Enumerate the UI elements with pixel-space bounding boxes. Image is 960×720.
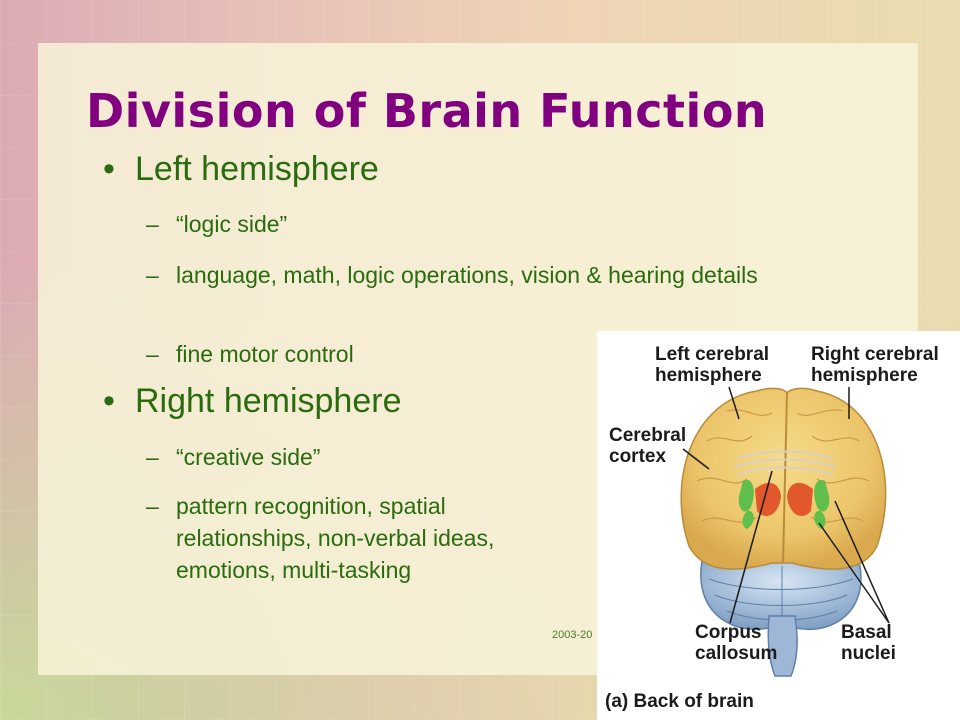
sub-point-text: pattern recognition, spatial relationshi… — [176, 493, 495, 583]
sub-point: – pattern recognition, spatial relations… — [146, 490, 586, 586]
figure-caption: (a) Back of brain — [605, 691, 754, 712]
leader-lines — [682, 386, 890, 624]
slide-title: Division of Brain Function — [86, 84, 768, 138]
sub-point-text: “creative side” — [176, 444, 321, 470]
sub-point-text: fine motor control — [176, 341, 354, 367]
sub-point: – language, math, logic operations, visi… — [146, 259, 786, 291]
dash-icon: – — [146, 493, 159, 519]
sub-point: – “logic side” — [146, 208, 786, 240]
dash-icon: – — [146, 211, 159, 237]
dash-icon: – — [146, 341, 159, 367]
label-cerebral-cortex-2: cortex — [609, 446, 666, 467]
sub-point: – fine motor control — [146, 338, 786, 370]
bullet-left-hemisphere: • Left hemisphere — [103, 150, 379, 189]
label-corpus-callosum-2: callosum — [695, 643, 777, 664]
brain-figure: Left cerebral hemisphere Right cerebral … — [597, 331, 960, 720]
bullet-right-hemisphere: • Right hemisphere — [103, 382, 401, 421]
heading-left-hemisphere: Left hemisphere — [135, 150, 379, 188]
label-corpus-callosum: Corpus — [695, 622, 762, 643]
label-basal-nuclei: Basal — [841, 622, 892, 643]
brain-illustration: Left cerebral hemisphere Right cerebral … — [605, 344, 939, 712]
label-basal-nuclei-2: nuclei — [841, 643, 896, 664]
label-left-cerebral-hemisphere-2: hemisphere — [655, 365, 762, 386]
label-right-cerebral-hemisphere: Right cerebral — [811, 344, 939, 365]
bullet-icon: • — [103, 150, 115, 188]
brainstem-shape — [767, 615, 798, 677]
bullet-icon: • — [103, 382, 115, 420]
dash-icon: – — [146, 262, 159, 288]
heading-right-hemisphere: Right hemisphere — [135, 382, 402, 420]
sub-point: – “creative side” — [146, 441, 786, 473]
label-right-cerebral-hemisphere-2: hemisphere — [811, 365, 918, 386]
slide-footer: 2003-20 — [552, 629, 593, 641]
label-left-cerebral-hemisphere: Left cerebral — [655, 344, 769, 365]
cerebrum-shape — [680, 387, 887, 570]
dash-icon: – — [146, 444, 159, 470]
sub-point-text: “logic side” — [176, 211, 288, 237]
label-cerebral-cortex: Cerebral — [609, 425, 686, 446]
sub-point-text: language, math, logic operations, vision… — [176, 262, 758, 288]
